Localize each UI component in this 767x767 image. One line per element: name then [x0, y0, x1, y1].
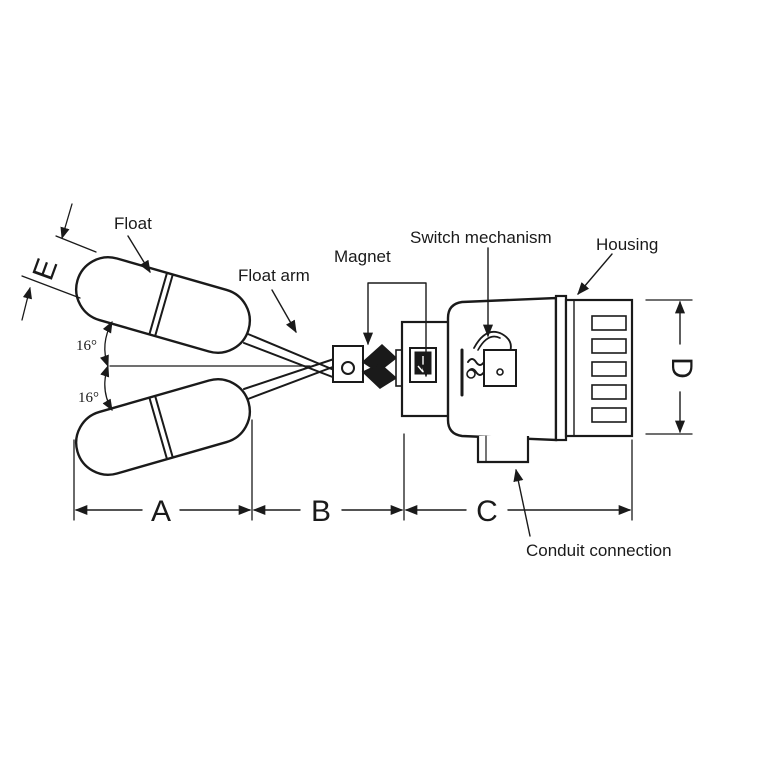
dim-e-arrow-top: [60, 203, 73, 240]
float-arm-leader: [271, 289, 297, 334]
float-label: Float: [114, 214, 152, 233]
conduit-connection-label: Conduit connection: [526, 541, 672, 560]
pivot-assembly: [332, 343, 405, 389]
conduit-connection-leader: [513, 468, 531, 537]
magnet-leader: [362, 282, 432, 378]
dim-e-arrow-bottom: [21, 286, 32, 321]
dim-c-label: C: [476, 495, 498, 528]
dim-e-ext-lower: [21, 275, 81, 299]
housing-label: Housing: [596, 235, 658, 254]
upper-float: [75, 256, 251, 354]
float-arms: [243, 333, 347, 400]
lower-angle-arc: [100, 364, 113, 412]
lower-float: [75, 378, 251, 476]
float-leader: [127, 235, 151, 274]
dim-b-label: B: [311, 495, 331, 528]
float-arm-label: Float arm: [238, 266, 310, 285]
dimension-extension-lines: [73, 299, 693, 521]
dim-d-label: D: [665, 357, 698, 379]
housing-leader: [577, 253, 613, 295]
upper-angle-arc: [100, 320, 113, 368]
housing-cap: [554, 294, 634, 442]
switch-housing-body: [446, 296, 558, 442]
magnet-label: Magnet: [334, 247, 391, 266]
upper-angle-label: 16°: [76, 338, 97, 354]
lower-angle-label: 16°: [78, 390, 99, 406]
conduit-connection-fitting: [476, 435, 530, 464]
switch-mechanism-label: Switch mechanism: [410, 228, 552, 247]
dim-a-label: A: [151, 495, 171, 528]
